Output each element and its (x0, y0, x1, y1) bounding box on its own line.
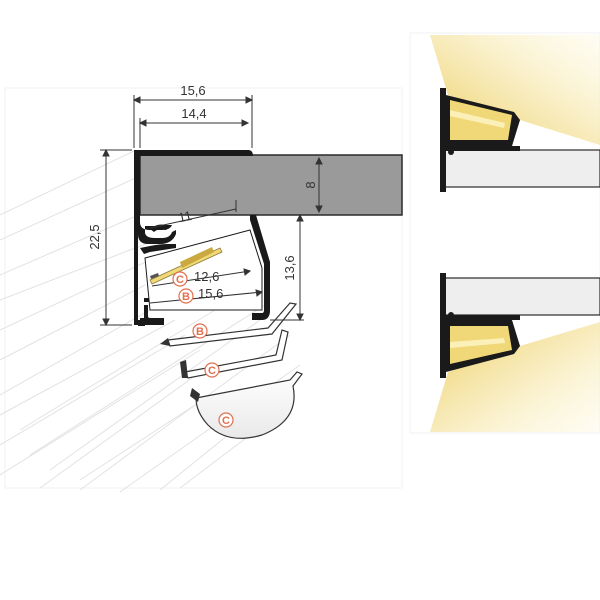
svg-text:B: B (196, 326, 204, 338)
dim-panel-thickness: 8 (303, 181, 318, 188)
svg-text:C: C (222, 415, 230, 427)
badge-c-flat: C (204, 362, 220, 378)
dim-slot-depth: 11 (177, 208, 193, 225)
dim-width-inner: 14,4 (181, 106, 206, 121)
dim-led-width-b: 15,6 (198, 286, 223, 301)
badge-b-led: B (178, 288, 194, 304)
diffuser-c-flat (180, 329, 289, 379)
illustration-bottom (430, 273, 600, 432)
profile-cavity (144, 229, 263, 311)
svg-text:B: B (182, 291, 190, 303)
diffuser-c-round (190, 371, 303, 439)
led-strip (149, 247, 223, 285)
badge-c-led: C (172, 271, 188, 287)
dimension-lines (100, 95, 323, 327)
badge-b-diffuser: B (192, 323, 208, 339)
main-frame (4, 87, 403, 489)
dim-height-total: 22,5 (87, 224, 102, 249)
illustration-top (430, 35, 600, 192)
dim-height-lower: 13,6 (282, 255, 297, 280)
side-frame (409, 32, 600, 434)
badge-c-round: C (218, 412, 234, 428)
svg-text:C: C (208, 365, 216, 377)
diffuser-b (160, 302, 298, 347)
dim-led-width-c: 12,6 (194, 269, 219, 284)
svg-text:C: C (176, 274, 184, 286)
dim-width-outer: 15,6 (180, 83, 205, 98)
panel (139, 154, 403, 216)
